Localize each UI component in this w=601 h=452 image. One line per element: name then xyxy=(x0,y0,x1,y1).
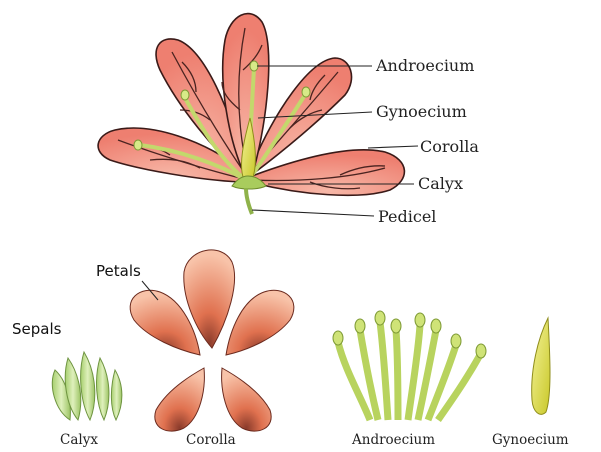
label-petals: Petals xyxy=(96,262,141,280)
calyx-part xyxy=(52,352,122,420)
label-gynoecium: Gynoecium xyxy=(376,102,467,121)
label-calyx-part: Calyx xyxy=(60,432,98,448)
label-pedicel: Pedicel xyxy=(378,207,436,226)
label-corolla: Corolla xyxy=(420,137,479,156)
label-gynoecium-part: Gynoecium xyxy=(492,432,569,448)
label-sepals: Sepals xyxy=(12,320,62,338)
label-calyx: Calyx xyxy=(418,174,463,193)
gynoecium-part xyxy=(532,318,550,414)
androecium-part xyxy=(333,311,486,420)
label-corolla-part: Corolla xyxy=(186,432,236,448)
label-androecium-part: Androecium xyxy=(351,432,435,448)
corolla-part xyxy=(130,250,294,431)
pedicel xyxy=(246,188,252,214)
label-androecium: Androecium xyxy=(375,56,474,75)
